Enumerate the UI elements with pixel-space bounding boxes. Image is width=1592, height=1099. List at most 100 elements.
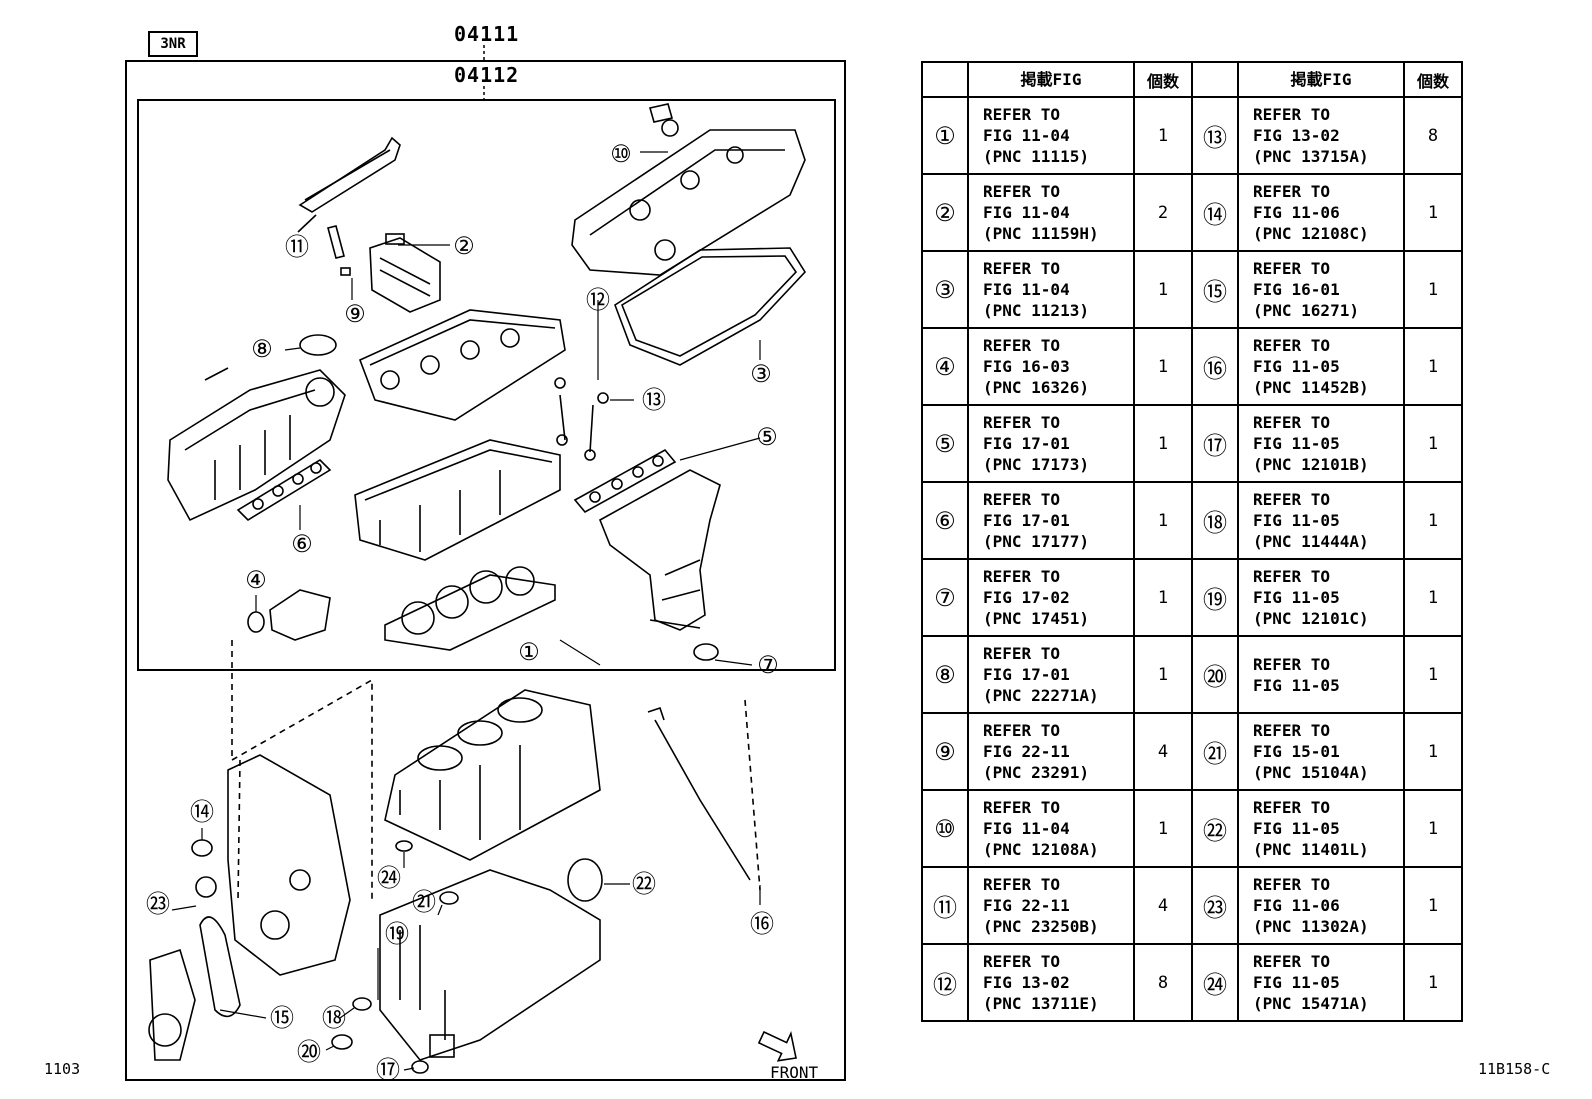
water-pump-part [148, 948, 196, 1061]
right-quantity: 1 [1403, 250, 1463, 329]
left-callout-number: ⑫ [921, 943, 969, 1022]
callout-1: ① [518, 638, 540, 666]
fig-ref-line: FIG 11-04 [983, 819, 1070, 838]
fig-ref-line: (PNC 11302A) [1253, 917, 1369, 936]
fig-ref-line: REFER TO [983, 567, 1061, 586]
callout-8: ⑧ [251, 335, 273, 363]
water-inlet-housing-part [247, 589, 331, 641]
fig-ref-line: REFER TO [983, 182, 1061, 201]
right-callout-number: ⑮ [1191, 250, 1239, 329]
camshaft-bearing-cap-part [358, 309, 566, 421]
drain-gasket-part [411, 1060, 429, 1074]
fig-ref-line: REFER TO [1253, 490, 1331, 509]
fig-ref-line: FIG 11-06 [1253, 203, 1340, 222]
cylinder-head-part [354, 439, 561, 561]
right-quantity: 1 [1403, 943, 1463, 1022]
left-callout-number: ⑨ [921, 712, 969, 791]
right-callout-number: ⑱ [1191, 481, 1239, 560]
fig-ref-line: REFER TO [1253, 798, 1331, 817]
front-arrow-icon [757, 1030, 797, 1062]
header-fig-left: 掲載FIG [967, 61, 1135, 98]
right-quantity: 1 [1403, 789, 1463, 868]
crank-seal-part [191, 839, 213, 857]
o-ring-part [395, 840, 413, 852]
fig-ref-line: FIG 13-02 [1253, 126, 1340, 145]
fig-ref-line: (PNC 13711E) [983, 994, 1099, 1013]
intake-manifold-part [167, 367, 346, 522]
fig-ref-line: REFER TO [1253, 721, 1331, 740]
fig-ref-line: REFER TO [1253, 654, 1331, 674]
cylinder-head-cover-part [571, 103, 806, 276]
left-callout-number: ⑦ [921, 558, 969, 637]
left-quantity: 4 [1133, 712, 1193, 791]
fig-ref-line: (PNC 23250B) [983, 917, 1099, 936]
drain-plug-gasket-part [352, 997, 372, 1011]
callout-15: ⑮ [270, 1004, 294, 1032]
oil-seal-part [195, 876, 217, 898]
left-quantity: 1 [1133, 558, 1193, 637]
right-quantity: 1 [1403, 866, 1463, 945]
fig-ref-line: (PNC 11115) [983, 147, 1089, 166]
callout-17: ⑰ [376, 1056, 400, 1084]
fig-ref-line: REFER TO [983, 259, 1061, 278]
fig-ref-line: (PNC 17451) [983, 609, 1089, 628]
header-qty-right: 個数 [1403, 61, 1463, 98]
callout-9: ⑨ [344, 300, 366, 328]
fig-ref-line: REFER TO [1253, 336, 1331, 355]
rear-oil-seal-part [567, 858, 603, 902]
part-number-inner: 04112 [454, 63, 520, 87]
fig-ref-line: (PNC 11213) [983, 301, 1089, 320]
fig-ref-line: REFER TO [983, 490, 1061, 509]
header-fig-right: 掲載FIG [1237, 61, 1405, 98]
intake-manifold-gasket-part [236, 458, 332, 522]
left-callout-number: ⑩ [921, 789, 969, 868]
oil-filter-gasket-part [331, 1034, 353, 1050]
callout-6: ⑥ [291, 530, 313, 558]
left-callout-number: ① [921, 96, 969, 175]
outer-kit-frame [125, 60, 846, 1081]
fig-ref-line: REFER TO [983, 721, 1061, 740]
part-number-outer: 04111 [454, 22, 520, 46]
right-quantity: 8 [1403, 96, 1463, 175]
fig-ref-line: FIG 17-02 [983, 588, 1070, 607]
exhaust-pipe-gasket-part [693, 643, 719, 661]
front-label: FRONT [770, 1063, 819, 1082]
callout-4: ④ [245, 566, 267, 594]
right-callout-number: ⑰ [1191, 404, 1239, 483]
fig-ref-line: (PNC 15471A) [1253, 994, 1369, 1013]
right-quantity: 1 [1403, 635, 1463, 714]
left-quantity: 1 [1133, 96, 1193, 175]
exhaust-manifold-part [598, 469, 721, 631]
fig-ref-line: REFER TO [983, 105, 1061, 124]
right-callout-number: ㉒ [1191, 789, 1239, 868]
left-quantity: 1 [1133, 789, 1193, 868]
callout-3: ③ [750, 360, 772, 388]
right-quantity: 1 [1403, 558, 1463, 637]
left-quantity: 1 [1133, 404, 1193, 483]
callout-19: ⑲ [385, 920, 409, 948]
oil-filler-cap-part [661, 119, 679, 137]
fig-ref-line: FIG 17-01 [983, 511, 1070, 530]
fig-ref-line: FIG 17-01 [983, 665, 1070, 684]
fig-ref-line: (PNC 11444A) [1253, 532, 1369, 551]
fig-ref-line: (PNC 22271A) [983, 686, 1099, 705]
fig-ref-line: FIG 13-02 [983, 973, 1070, 992]
fig-ref-line: FIG 15-01 [1253, 742, 1340, 761]
right-quantity: 1 [1403, 712, 1463, 791]
callout-16: ⑯ [750, 910, 774, 938]
callout-20: ⑳ [297, 1038, 321, 1066]
